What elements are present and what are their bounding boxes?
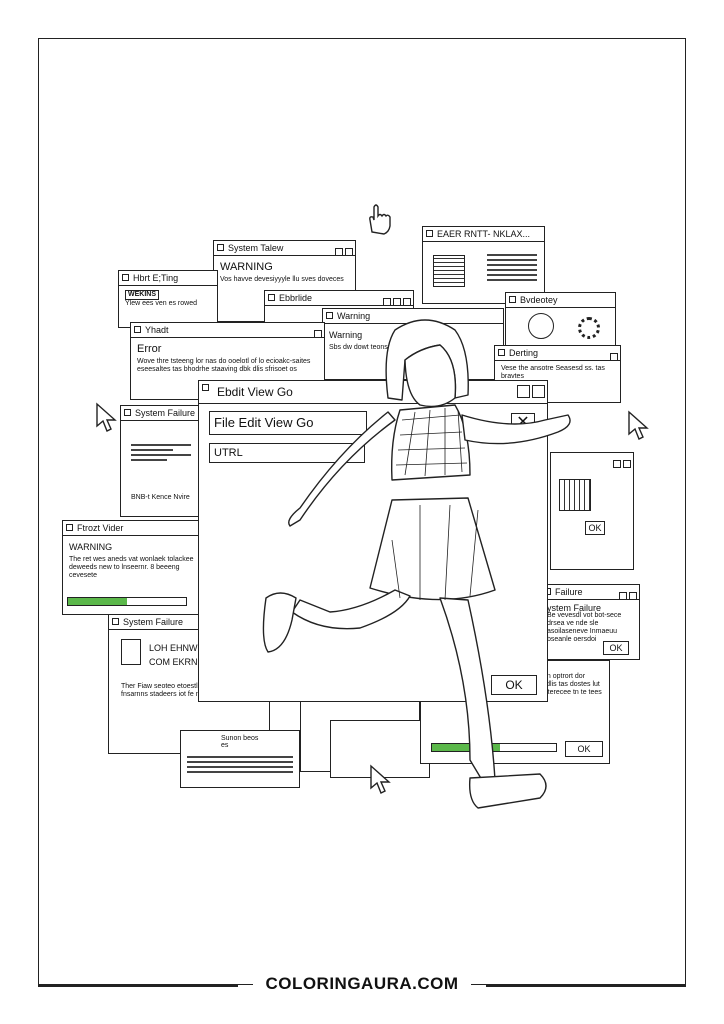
menu-bar[interactable]: File Edit View Go (209, 411, 367, 435)
body-text: Ylew ees ven es rowed (125, 300, 197, 307)
pointer-hand-icon (369, 204, 391, 235)
footer-site-text: COLORINGAURA.COM (253, 974, 471, 993)
icon-grid (121, 639, 141, 665)
text-lines (181, 756, 299, 773)
window-title: Bvdeotey (506, 293, 615, 308)
progress-bar (67, 597, 187, 606)
window-warning-mid[interactable]: Warning Warning Sbs dw dowt teonsre bve … (322, 308, 504, 380)
footer-line-right (486, 985, 686, 987)
window-title: Warning (323, 309, 503, 324)
window-title: Ftrozt Vider (63, 521, 206, 536)
warning-heading: Warning (329, 330, 363, 340)
warning-text: Vos havve devesiyyyle llu sves doveces (220, 276, 344, 283)
window-ftrozt[interactable]: Ftrozt Vider WARNING The ret wes aneds v… (62, 520, 207, 615)
warning-text: Sbs dw dowt teonsre bve dy d (329, 344, 423, 351)
line-two: COM EKRN A (149, 657, 206, 667)
window-controls[interactable] (515, 385, 545, 403)
arrow-cursor-icon (628, 410, 649, 440)
close-icon[interactable]: ✕ (511, 413, 535, 435)
window-title: System Failure (121, 406, 201, 421)
arrow-cursor-icon (96, 402, 117, 432)
error-heading: Error (137, 343, 162, 355)
window-controls[interactable] (617, 587, 637, 605)
window-title: System Failure (109, 615, 269, 630)
image-placeholder (433, 255, 465, 287)
window-controls[interactable] (611, 455, 631, 473)
grid-graphic (559, 479, 591, 511)
url-field[interactable]: UTRL (209, 443, 365, 463)
window-controls[interactable] (381, 293, 411, 311)
window-title: Ebdit View Go (199, 381, 547, 404)
window-failure-br[interactable]: Failure ystem Failure Be vevesdl vot bot… (540, 584, 640, 660)
window-hbrting[interactable]: Hbrt E;Ting WEKINS Ylew ees ven es rowed (118, 270, 218, 328)
window-bottom-center[interactable]: Sunon beos es (180, 730, 300, 788)
error-text: Wove thre tsteeng lor nas do ooelotl of … (137, 358, 311, 373)
warning-text: The ret wes aneds vat wonlaek tolackee d… (69, 556, 194, 579)
text-lines (121, 421, 201, 461)
ok-button[interactable]: OK (491, 675, 537, 695)
footer-site: COLORINGAURA.COM (0, 974, 724, 994)
warning-heading: WARNING (220, 261, 273, 273)
user-icon (528, 313, 554, 339)
failure-text: Be vevesdl vot bot-sece drsea ve nde sle… (547, 612, 622, 643)
progress-bar (431, 743, 557, 752)
tag-label: WEKINS (125, 290, 159, 300)
ok-button[interactable]: OK (585, 521, 605, 535)
gear-icon (578, 317, 600, 339)
body-text: Vese the ansotre Seasesd ss. tas bravtes (501, 365, 605, 380)
arrow-cursor-icon (370, 764, 391, 794)
window-right-grid[interactable]: OK (550, 452, 634, 570)
window-system-failure-left[interactable]: System Failure BNB-t Kence Nvire (120, 405, 202, 517)
window-title: EAER RNTT- NKLAX... (423, 227, 544, 242)
footer-line-left (38, 985, 238, 987)
body-text: Tesc estren optrort dor nedoo bn dlis ta… (515, 673, 602, 696)
window-controls[interactable] (333, 243, 353, 261)
window-main[interactable]: Ebdit View Go File Edit View Go ✕ UTRL O… (198, 380, 548, 702)
ok-button[interactable]: OK (565, 741, 603, 757)
window-title: Derting (495, 346, 620, 361)
window-title: Ebbrlide (265, 291, 413, 306)
ok-button[interactable]: OK (603, 641, 629, 655)
window-title: Yhadt (131, 323, 324, 338)
line-one: LOH EHNW (149, 643, 198, 653)
window-system-talew[interactable]: System Talew WARNING Vos havve devesiyyy… (213, 240, 356, 322)
window-controls[interactable] (608, 348, 618, 366)
window-title: System Talew (214, 241, 355, 256)
window-title: Hbrt E;Ting (119, 271, 217, 286)
warning-heading: WARNING (69, 542, 113, 552)
window-bvdeotey[interactable]: Bvdeotey (505, 292, 616, 350)
window-eaer[interactable]: EAER RNTT- NKLAX... (422, 226, 545, 304)
failure-heading: ystem Failure (547, 603, 602, 613)
text-lines (487, 251, 537, 284)
body-text: BNB-t Kence Nvire (131, 494, 190, 501)
body-text: Ther Fiaw seoteo etoestl perry in lev fn… (121, 683, 244, 698)
body-text: Sunon beos es (221, 735, 259, 749)
window-controls[interactable] (312, 325, 322, 343)
